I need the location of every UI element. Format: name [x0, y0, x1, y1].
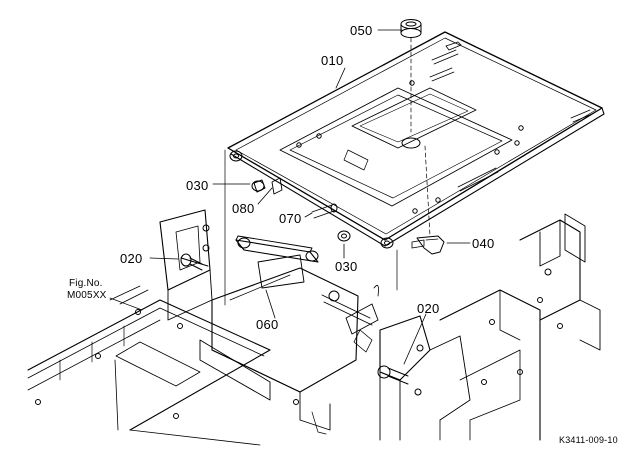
figure-reference-label: Fig.No.	[69, 278, 103, 289]
hinge-hardware	[224, 149, 398, 306]
figure-reference-number: M005XX	[67, 290, 107, 301]
seat-link-060	[235, 235, 319, 289]
centre-plate	[199, 267, 359, 435]
frame-bracket-left	[159, 209, 213, 321]
callout-040: 040	[472, 236, 495, 251]
leader-lines	[109, 29, 471, 365]
lower-linkage	[321, 284, 379, 353]
callout-030-left: 030	[186, 178, 209, 193]
drawing-number: K3411-009-10	[559, 435, 618, 445]
callout-010: 010	[321, 53, 344, 68]
callout-030-right: 030	[335, 259, 358, 274]
seat-plate-010	[227, 31, 605, 249]
rubber-stopper-050	[400, 19, 422, 133]
latch-040	[411, 145, 445, 255]
callout-020-left: 020	[120, 251, 143, 266]
floor-frame	[27, 285, 271, 446]
callout-070: 070	[279, 211, 302, 226]
callout-080: 080	[232, 201, 255, 216]
callout-060: 060	[256, 317, 279, 332]
frame-bracket-right	[377, 315, 431, 441]
callout-020-right: 020	[417, 301, 440, 316]
right-side-frame	[429, 213, 601, 441]
callout-050: 050	[350, 23, 373, 38]
